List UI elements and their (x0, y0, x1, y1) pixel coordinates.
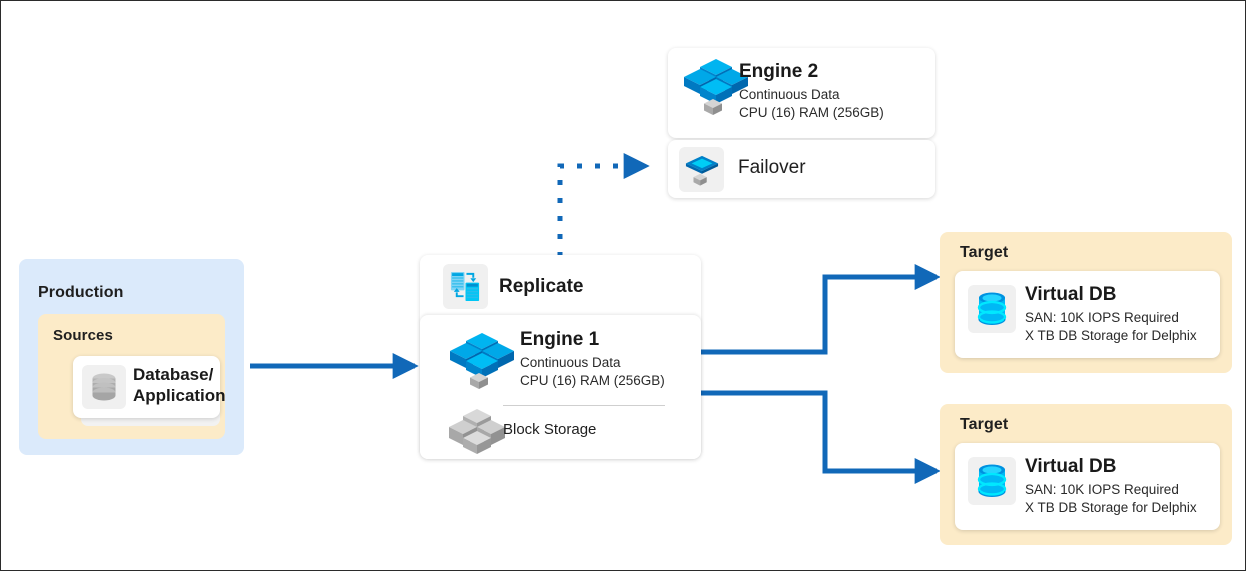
replicate-panel: Replicate (420, 255, 701, 459)
engine1-divider (503, 405, 665, 406)
failover-label: Failover (738, 157, 806, 178)
engine2-text: Engine 2 Continuous Data CPU (16) RAM (2… (739, 61, 884, 121)
replicate-label: Replicate (499, 276, 584, 297)
engine1-line1: Continuous Data (520, 355, 621, 370)
virtual-db-line1-1: SAN: 10K IOPS Required (1025, 310, 1179, 325)
virtual-db-line2-1: X TB DB Storage for Delphix (1025, 327, 1197, 343)
failover-card[interactable]: Failover (668, 140, 935, 198)
source-card-database-application[interactable]: Database/ Application (73, 356, 226, 418)
virtual-db-line2-2: X TB DB Storage for Delphix (1025, 499, 1197, 515)
replicate-icon (443, 264, 488, 309)
virtual-db-title-2: Virtual DB (1025, 456, 1117, 477)
sources-label: Sources (53, 327, 113, 344)
block-storage-label: Block Storage (503, 421, 597, 438)
engine-cubes-icon (680, 55, 752, 117)
engine2-line1: Continuous Data (739, 87, 840, 102)
source-card-text: Database/ Application (133, 364, 226, 406)
virtual-db-card-2[interactable]: Virtual DB SAN: 10K IOPS Required X TB D… (955, 443, 1220, 530)
engine2-title: Engine 2 (739, 61, 819, 82)
target-panel-2: Target Virtual DB SAN: 10K IOPS Required… (940, 404, 1232, 545)
arrow-engine1-to-target-2 (701, 390, 941, 484)
production-panel: Production Sources (19, 259, 244, 455)
database-cylinder-icon (82, 365, 126, 409)
engine1-title: Engine 1 (520, 329, 600, 350)
production-label: Production (38, 284, 124, 301)
engine2-card[interactable]: Engine 2 Continuous Data CPU (16) RAM (2… (668, 48, 935, 138)
failover-platform-icon (679, 147, 724, 192)
block-storage-icon-shape (449, 407, 505, 455)
engine-cubes-icon (446, 329, 518, 391)
engine1-card[interactable]: Engine 1 Continuous Data CPU (16) RAM (2… (420, 315, 701, 459)
target-label-2: Target (960, 416, 1009, 433)
engine1-line2: CPU (16) RAM (256GB) (520, 372, 665, 388)
virtual-db-icon (968, 457, 1016, 505)
engine2-line2: CPU (16) RAM (256GB) (739, 104, 884, 120)
target-label-1: Target (960, 244, 1009, 261)
source-card-line2: Application (133, 386, 226, 405)
engine1-text: Engine 1 Continuous Data CPU (16) RAM (2… (520, 329, 665, 389)
virtual-db-icon (968, 285, 1016, 333)
virtual-db-text-2: Virtual DB SAN: 10K IOPS Required X TB D… (1025, 456, 1197, 516)
sources-panel: Sources (38, 314, 226, 439)
virtual-db-card-1[interactable]: Virtual DB SAN: 10K IOPS Required X TB D… (955, 271, 1220, 358)
arrow-replicate-to-engine2 (557, 153, 650, 257)
source-card-line1: Database/ (133, 365, 214, 384)
virtual-db-text-1: Virtual DB SAN: 10K IOPS Required X TB D… (1025, 284, 1197, 344)
virtual-db-line1-2: SAN: 10K IOPS Required (1025, 482, 1179, 497)
arrow-engine1-to-target-1 (701, 264, 941, 355)
virtual-db-title-1: Virtual DB (1025, 284, 1117, 305)
target-panel-1: Target Virtual DB SAN: 10K IOPS Required… (940, 232, 1232, 373)
